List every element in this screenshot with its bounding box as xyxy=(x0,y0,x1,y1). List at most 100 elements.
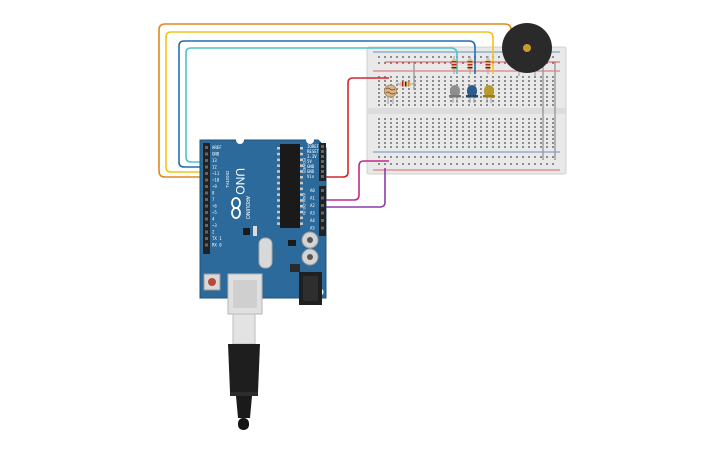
power-pin[interactable] xyxy=(321,175,324,178)
breadboard-hole xyxy=(534,138,536,140)
power-pin-label: Vin xyxy=(307,174,315,179)
digital-pin[interactable] xyxy=(205,178,208,182)
digital-pin[interactable] xyxy=(205,172,208,175)
breadboard-hole xyxy=(522,122,524,124)
breadboard-hole xyxy=(414,76,416,78)
digital-pin[interactable] xyxy=(205,152,208,156)
breadboard-hole xyxy=(516,134,518,136)
breadboard-hole xyxy=(438,96,440,98)
breadboard-hole xyxy=(546,76,548,78)
breadboard-hole xyxy=(552,163,554,165)
breadboard-hole xyxy=(444,122,446,124)
breadboard-hole xyxy=(384,146,386,148)
breadboard-hole xyxy=(396,88,398,90)
chip-pin xyxy=(277,205,280,208)
analog-pin[interactable] xyxy=(321,204,324,207)
breadboard-hole xyxy=(408,56,410,58)
breadboard-hole xyxy=(510,156,512,158)
breadboard-hole xyxy=(510,76,512,78)
breadboard-hole xyxy=(450,118,452,120)
breadboard-hole xyxy=(384,163,386,165)
breadboard-hole xyxy=(390,100,392,102)
analog-header[interactable] xyxy=(319,186,326,236)
breadboard-hole xyxy=(552,122,554,124)
led-blue[interactable] xyxy=(466,85,478,103)
led-gray[interactable] xyxy=(449,85,461,103)
breadboard-hole xyxy=(480,84,482,86)
breadboard-hole xyxy=(498,84,500,86)
breadboard-hole xyxy=(408,76,410,78)
digital-pin-label: ~10 xyxy=(212,178,220,183)
breadboard-hole xyxy=(426,96,428,98)
resistor-2[interactable] xyxy=(467,56,473,74)
breadboard-hole xyxy=(468,142,470,144)
breadboard-hole xyxy=(522,118,524,120)
breadboard-hole xyxy=(390,76,392,78)
reset-button-cap[interactable] xyxy=(208,278,216,286)
digital-pin[interactable] xyxy=(205,204,208,208)
power-pin[interactable] xyxy=(321,170,324,173)
breadboard-hole xyxy=(378,96,380,98)
breadboard-hole xyxy=(438,104,440,106)
digital-pin[interactable] xyxy=(205,146,208,149)
digital-pin[interactable] xyxy=(205,224,208,227)
breadboard-hole xyxy=(498,62,500,64)
breadboard-hole xyxy=(456,118,458,120)
resistor-1[interactable] xyxy=(451,56,457,74)
power-pin[interactable] xyxy=(321,150,324,153)
voltage-regulator xyxy=(288,240,296,246)
digital-pin[interactable] xyxy=(205,237,208,240)
breadboard-hole xyxy=(438,62,440,64)
breadboard-hole xyxy=(396,146,398,148)
breadboard-hole xyxy=(426,92,428,94)
power-pin[interactable] xyxy=(321,155,324,158)
digital-pin[interactable] xyxy=(205,191,208,195)
led-yellow[interactable] xyxy=(483,85,495,103)
breadboard-hole xyxy=(378,126,380,128)
breadboard-hole xyxy=(420,122,422,124)
power-pin[interactable] xyxy=(321,145,324,148)
breadboard-hole xyxy=(390,104,392,106)
digital-pin-label: 13 xyxy=(212,158,217,163)
breadboard-hole xyxy=(510,142,512,144)
piezo-buzzer[interactable] xyxy=(502,23,552,76)
digital-pin[interactable] xyxy=(205,165,208,169)
breadboard-hole xyxy=(498,146,500,148)
digital-pin[interactable] xyxy=(205,185,208,188)
breadboard-hole xyxy=(408,104,410,106)
breadboard-components[interactable] xyxy=(384,56,496,104)
breadboard-hole xyxy=(480,80,482,82)
power-pin[interactable] xyxy=(321,160,324,163)
breadboard-hole xyxy=(444,62,446,64)
breadboard-hole xyxy=(534,104,536,106)
digital-pin[interactable] xyxy=(205,198,208,201)
chip-pin xyxy=(277,210,280,214)
breadboard-hole xyxy=(546,100,548,102)
analog-pin[interactable] xyxy=(321,219,324,222)
digital-pin[interactable] xyxy=(205,243,208,247)
breadboard-hole xyxy=(402,92,404,94)
breadboard-hole xyxy=(510,88,512,90)
power-pin-label: 3.3V xyxy=(307,154,317,159)
digital-pin[interactable] xyxy=(205,217,208,221)
analog-pin[interactable] xyxy=(321,226,324,230)
digital-pin[interactable] xyxy=(205,211,208,214)
analog-pin[interactable] xyxy=(321,196,324,200)
analog-pin[interactable] xyxy=(321,189,324,192)
breadboard-hole xyxy=(450,126,452,128)
breadboard-hole xyxy=(432,118,434,120)
resistor-3[interactable] xyxy=(485,56,491,74)
analog-pin[interactable] xyxy=(321,211,324,215)
resistor-photo[interactable] xyxy=(396,81,416,87)
power-pin[interactable] xyxy=(321,165,324,168)
digital-pin[interactable] xyxy=(205,230,208,234)
usb-cable[interactable] xyxy=(228,313,260,430)
breadboard-hole xyxy=(552,76,554,78)
photoresistor-icon[interactable] xyxy=(384,84,397,104)
breadboard-hole xyxy=(414,156,416,158)
digital-pin[interactable] xyxy=(205,159,208,162)
breadboard-hole xyxy=(390,62,392,64)
breadboard-hole xyxy=(468,138,470,140)
